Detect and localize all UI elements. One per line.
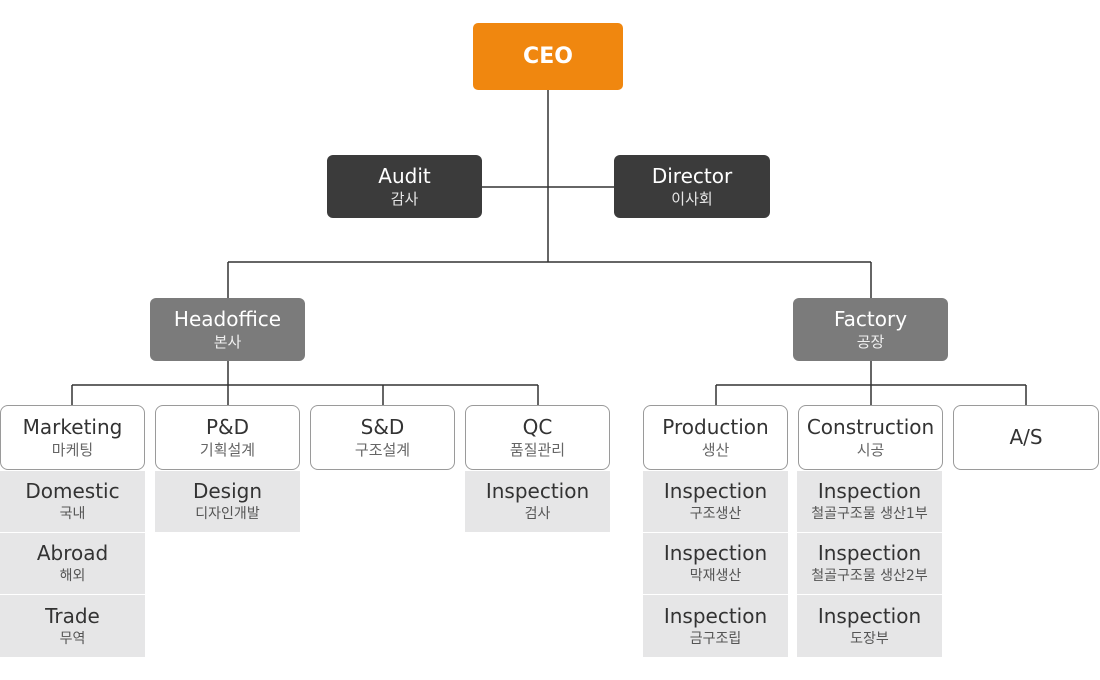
sub-unit: Inspection 철골구조물 생산2부 (797, 533, 942, 594)
director-label: Director (651, 163, 733, 188)
marketing-label: Marketing (22, 414, 123, 439)
sub-divider (797, 594, 942, 595)
sub-unit-label: Inspection (485, 479, 590, 504)
sub-unit: Design 디자인개발 (155, 471, 300, 532)
sub-unit: Inspection 구조생산 (643, 471, 788, 532)
sub-unit: Trade 무역 (0, 595, 145, 657)
sub-unit-label: Inspection (817, 603, 922, 628)
pd-box: P&D 기획설계 (155, 405, 300, 470)
sub-unit: Inspection 막재생산 (643, 533, 788, 594)
headoffice-label-ko: 본사 (213, 332, 242, 351)
construction-box: Construction 시공 (798, 405, 943, 470)
sub-divider (797, 532, 942, 533)
construction-label-ko: 시공 (856, 440, 885, 459)
sub-unit-label: Inspection (663, 603, 768, 628)
sub-unit-label-ko: 검사 (524, 506, 551, 523)
audit-label: Audit (378, 163, 431, 188)
production-label-ko: 생산 (701, 440, 730, 459)
sub-unit-label: Inspection (817, 541, 922, 566)
marketing-label-ko: 마케팅 (51, 440, 94, 459)
qc-box: QC 품질관리 (465, 405, 610, 470)
sub-divider (643, 594, 788, 595)
director-box: Director 이사회 (614, 155, 770, 218)
factory-box: Factory 공장 (793, 298, 948, 361)
sub-unit-label-ko: 해외 (59, 568, 86, 585)
factory-label: Factory (833, 306, 908, 331)
sub-unit-label-ko: 도장부 (850, 630, 889, 647)
sub-unit: Inspection 도장부 (797, 595, 942, 657)
audit-label-ko: 감사 (390, 189, 419, 208)
sub-unit-label: Domestic (25, 479, 120, 504)
marketing-box: Marketing 마케팅 (0, 405, 145, 470)
sub-unit-label: Inspection (817, 479, 922, 504)
construction-label: Construction (806, 414, 935, 439)
sub-divider (0, 532, 145, 533)
qc-label-ko: 품질관리 (509, 440, 566, 459)
sub-unit-label: Design (192, 479, 263, 504)
director-label-ko: 이사회 (671, 189, 713, 208)
sub-unit-label: Abroad (36, 541, 109, 566)
factory-label-ko: 공장 (856, 332, 885, 351)
sub-unit-label: Inspection (663, 479, 768, 504)
sub-unit: Abroad 해외 (0, 533, 145, 594)
sub-unit-label-ko: 철골구조물 생산2부 (811, 568, 928, 585)
sub-unit-label-ko: 금구조립 (689, 630, 742, 647)
as-label: A/S (1009, 425, 1043, 449)
sd-box: S&D 구조설계 (310, 405, 455, 470)
sub-unit: Inspection 철골구조물 생산1부 (797, 471, 942, 532)
headoffice-box: Headoffice 본사 (150, 298, 305, 361)
sub-unit: Inspection 금구조립 (643, 595, 788, 657)
sub-unit-label-ko: 철골구조물 생산1부 (811, 506, 928, 523)
sub-unit-label: Inspection (663, 541, 768, 566)
pd-label-ko: 기획설계 (199, 440, 256, 459)
production-box: Production 생산 (643, 405, 788, 470)
sd-label-ko: 구조설계 (354, 440, 411, 459)
sub-divider (643, 532, 788, 533)
sub-unit: Inspection 검사 (465, 471, 610, 532)
production-label: Production (662, 414, 769, 439)
sub-unit: Domestic 국내 (0, 471, 145, 532)
pd-label: P&D (205, 414, 250, 439)
sub-unit-label-ko: 구조생산 (689, 506, 742, 523)
sub-unit-label-ko: 무역 (59, 630, 86, 647)
ceo-box: CEO (473, 23, 623, 90)
audit-box: Audit 감사 (327, 155, 482, 218)
qc-label: QC (522, 414, 553, 439)
ceo-label: CEO (523, 43, 573, 69)
sub-unit-label-ko: 디자인개발 (195, 506, 260, 523)
sd-label: S&D (360, 414, 405, 439)
sub-unit-label: Trade (45, 603, 100, 628)
sub-unit-label-ko: 막재생산 (689, 568, 742, 585)
sub-divider (0, 594, 145, 595)
headoffice-label: Headoffice (173, 306, 282, 331)
sub-unit-label-ko: 국내 (59, 506, 86, 523)
as-box: A/S (953, 405, 1099, 470)
